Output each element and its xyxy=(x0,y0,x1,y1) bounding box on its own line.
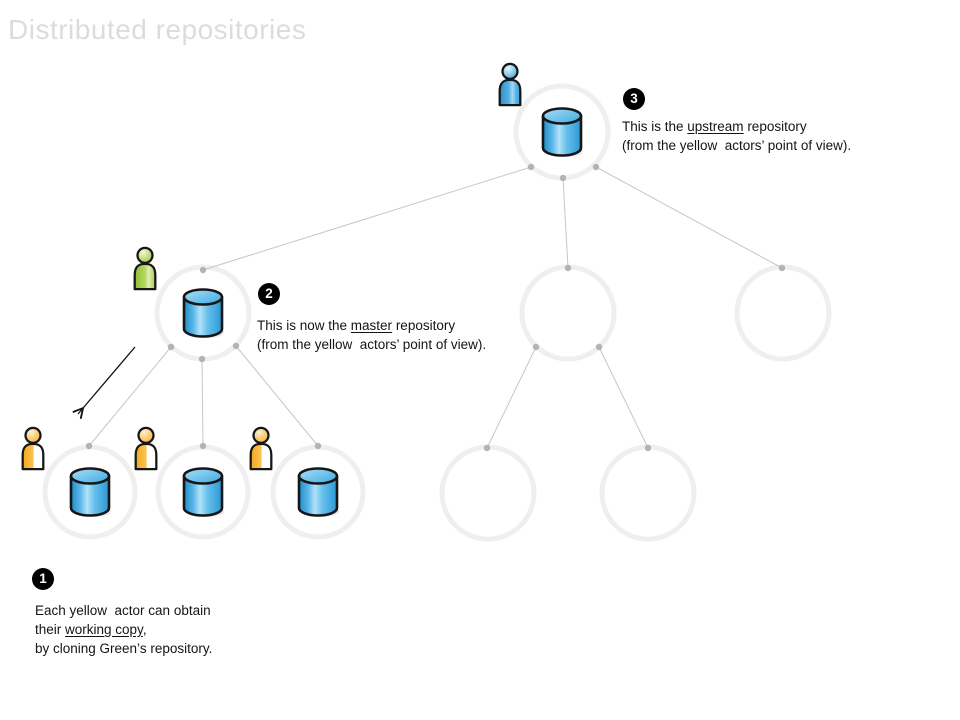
edge-dot xyxy=(199,442,207,450)
edge-dot xyxy=(314,442,322,450)
edge-dot xyxy=(167,343,175,351)
actor-yellow-icon-5 xyxy=(249,426,273,471)
page-title: Distributed repositories xyxy=(8,14,307,45)
repository-icon-master-repository xyxy=(182,288,226,339)
node-rings-layer xyxy=(42,83,832,542)
edge-dot xyxy=(532,343,540,351)
edge-dot xyxy=(564,264,572,272)
edge-dot xyxy=(85,442,93,450)
edge-dot xyxy=(199,266,207,274)
note-badge-1: 1 xyxy=(32,568,54,590)
edge-line-2 xyxy=(562,177,569,269)
edge-dot xyxy=(595,343,603,351)
note-badge-3: 3 xyxy=(623,88,645,110)
note-1-text: Each yellow actor can obtain their workin… xyxy=(35,601,212,658)
edge-line-1 xyxy=(202,166,532,271)
repository-icon-working-copy-2 xyxy=(182,467,226,518)
actor-yellow-icon-4 xyxy=(134,426,158,471)
edge-dot xyxy=(527,163,535,171)
note-badge-2: 2 xyxy=(258,283,280,305)
clone-arrow xyxy=(78,346,136,414)
edge-dot xyxy=(232,342,240,350)
repository-icon-upstream-repository xyxy=(541,107,585,158)
node-circle-peer-node-right xyxy=(734,264,832,362)
icons-layer xyxy=(21,62,585,518)
note-line: by cloning Green’s repository. xyxy=(35,641,213,656)
note-line: (from the yellow actors’ point of view). xyxy=(257,337,487,352)
edge-dot xyxy=(778,264,786,272)
edge-line-4 xyxy=(88,346,172,447)
actor-yellow-icon-3 xyxy=(21,426,45,471)
edge-line-6 xyxy=(235,345,319,447)
actor-blue-icon-1 xyxy=(498,62,522,107)
edge-dot xyxy=(592,163,600,171)
note-3-text: This is the upstream repository (from the… xyxy=(622,117,851,155)
note-line: Each yellow actor can obtain xyxy=(35,603,211,618)
note-line: their working copy, xyxy=(35,622,147,637)
repository-icon-working-copy-1 xyxy=(69,467,113,518)
edges-layer xyxy=(85,163,786,452)
node-circle-peer-child-right xyxy=(599,444,697,542)
node-circle-peer-child-left xyxy=(439,444,537,542)
edge-dot xyxy=(644,444,652,452)
note-line: This is now the master repository xyxy=(257,318,456,333)
edge-line-7 xyxy=(486,346,537,449)
edge-dot xyxy=(198,355,206,363)
edge-line-3 xyxy=(595,166,783,269)
edge-line-8 xyxy=(598,346,649,449)
edge-dot xyxy=(483,444,491,452)
note-line: This is the upstream repository xyxy=(622,119,807,134)
edge-dot xyxy=(559,174,567,182)
note-2-text: This is now the master repository (from t… xyxy=(257,316,486,354)
actor-green-icon-2 xyxy=(133,246,157,291)
edge-line-5 xyxy=(201,358,204,447)
note-line: (from the yellow actors’ point of view). xyxy=(622,138,852,153)
repository-icon-working-copy-3 xyxy=(297,467,341,518)
